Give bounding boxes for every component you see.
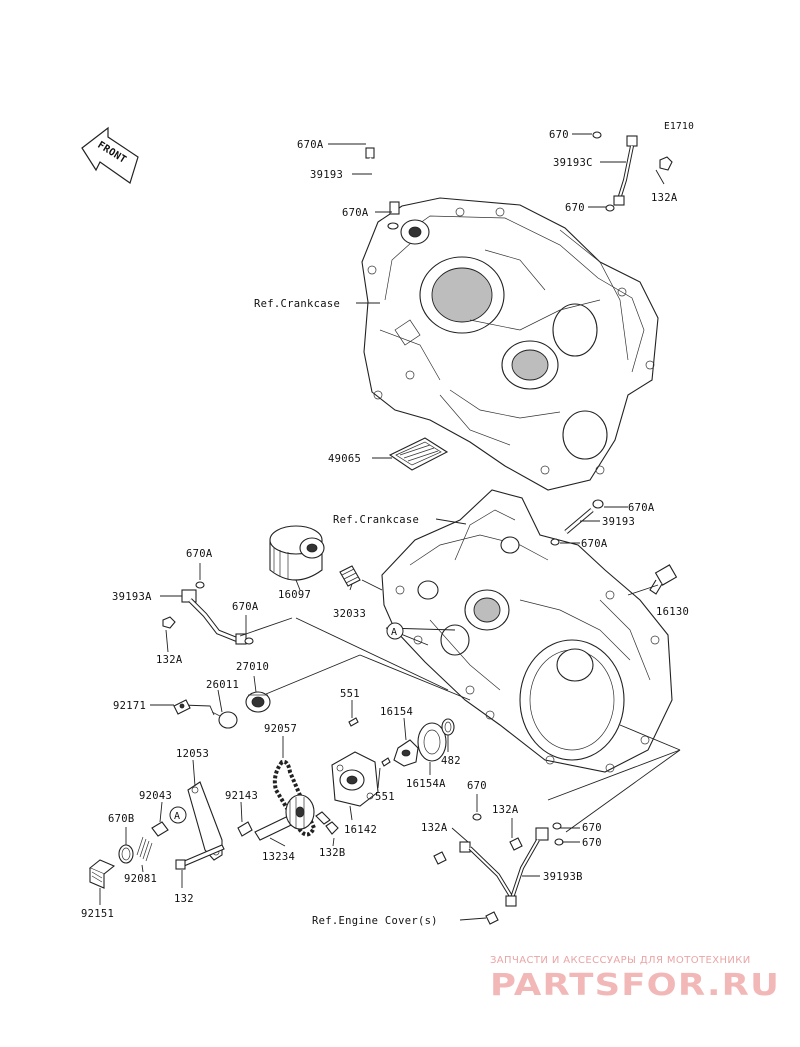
label-16097: 16097 [278,589,311,601]
circlip-482 [441,718,455,736]
label-26011: 26011 [206,679,239,691]
label-551-b: 551 [375,791,395,803]
lower-crankcase [381,489,673,773]
label-482: 482 [441,755,461,767]
label-670A-top: 670A [297,139,324,151]
label-39193C: 39193C [553,157,593,169]
gasket-49065 [388,437,449,471]
label-39193-r: 39193 [602,516,635,528]
nipple-32033 [339,565,361,587]
sensor-16130 [649,564,678,595]
bolt-132B [325,821,339,835]
shaft-13234 [254,794,331,841]
label-92057: 92057 [264,723,297,735]
lead-26011 [181,704,238,729]
oil-pipe-39193A [162,581,254,645]
label-132: 132 [174,893,194,905]
label-670-tr2: 670 [565,202,585,214]
label-670-b: 670 [467,780,487,792]
front-arrow-icon: FRONT [81,126,139,184]
label-32033: 32033 [333,608,366,620]
label-670A-top2: 670A [342,207,369,219]
label-39193A: 39193A [112,591,152,603]
outer-rotor-16154A [417,722,447,762]
oring-670B [118,844,134,864]
pump-rotor-16154 [393,739,419,767]
label-670A-l2: 670A [232,601,259,613]
label-39193B: 39193B [543,871,583,883]
label-16130: 16130 [656,606,689,618]
label-27010: 27010 [236,661,269,673]
callout-a-upper-label: A [391,627,397,638]
pin-92043 [151,821,169,837]
label-16142: 16142 [344,824,377,836]
oil-pipe-39193-right [550,499,604,546]
label-132A-tr: 132A [651,192,678,204]
label-92081: 92081 [124,873,157,885]
label-551-top: 551 [340,688,360,700]
label-12053: 12053 [176,748,209,760]
label-ref-crankcase-upper: Ref.Crankcase [254,298,340,310]
oil-pump-body [331,751,379,807]
pin-551 [348,717,391,767]
clamp-92171 [173,699,191,715]
switch-27010 [245,691,271,713]
label-132A-l: 132A [156,654,183,666]
label-92143: 92143 [225,790,258,802]
oil-pipe-39193C [592,131,673,212]
diagram-code: E1710 [664,121,694,132]
leader-lines [99,133,681,921]
label-132B: 132B [319,847,346,859]
label-92171: 92171 [113,700,146,712]
spring-92081 [136,836,153,862]
label-ref-engine-cover: Ref.Engine Cover(s) [312,915,438,927]
label-92043: 92043 [139,790,172,802]
chain-guide-12053 [187,781,223,861]
label-670B: 670B [108,813,135,825]
oil-filter-16097 [269,525,325,581]
label-13234: 13234 [262,851,295,863]
label-16154: 16154 [380,706,413,718]
upper-crankcase [361,197,659,491]
label-670A-l1: 670A [186,548,213,560]
label-670-br1: 670 [582,822,602,834]
label-49065: 49065 [328,453,361,465]
label-670-tr: 670 [549,129,569,141]
oil-pipe-39193 [365,147,400,230]
label-670A-r2: 670A [581,538,608,550]
oil-pipe-39193B [433,813,564,925]
label-92151: 92151 [81,908,114,920]
label-ref-crankcase-lower: Ref.Crankcase [333,514,419,526]
callout-a-upper: A [386,622,404,640]
label-132A-b2: 132A [421,822,448,834]
label-670-br2: 670 [582,837,602,849]
watermark-tagline: ЗАПЧАСТИ И АКСЕССУАРЫ ДЛЯ МОТОТЕХНИКИ [490,955,751,966]
watermark-logo: PARTSFOR.RU [490,968,780,1003]
bolt-132 [175,844,225,870]
callout-a-lower-label: A [174,811,180,822]
label-670A-r1: 670A [628,502,655,514]
callout-a-lower: A [169,806,187,824]
label-39193-top: 39193 [310,169,343,181]
watermark: ЗАПЧАСТИ И АКСЕССУАРЫ ДЛЯ МОТОТЕХНИКИ PA… [490,955,780,1003]
plug-92151 [88,859,116,889]
collar-92143 [237,821,253,837]
label-132A-b1: 132A [492,804,519,816]
label-16154A: 16154A [406,778,446,790]
